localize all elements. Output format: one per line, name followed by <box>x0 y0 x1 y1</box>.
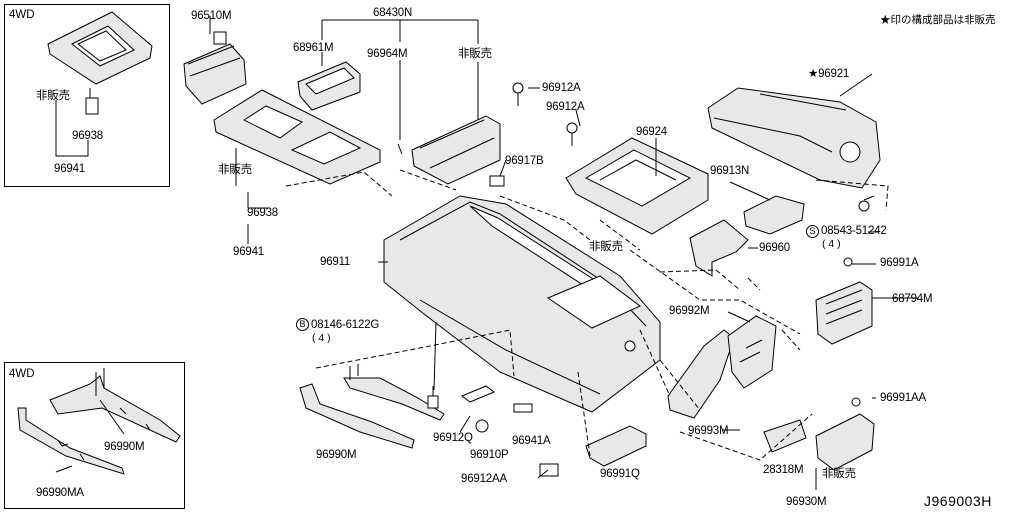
drawing-68430N <box>397 115 501 185</box>
inset-4wd-top <box>4 4 170 187</box>
label-96992M: 96992M <box>669 305 710 317</box>
qty-08146-6122G: ( 4 ) <box>312 332 331 344</box>
label-96960: 96960 <box>759 242 790 254</box>
label-96930M: 96930M <box>786 496 827 508</box>
label-96991A: 96991A <box>880 257 919 269</box>
inset-bottom-part-b: 96990MA <box>36 487 84 499</box>
label-not-sold-4: 非販売 <box>822 468 856 480</box>
label-96912AA: 96912AA <box>461 473 507 485</box>
label-96964M: 96964M <box>367 48 408 60</box>
label-96921: ★96921 <box>808 68 850 80</box>
drawing-96990M <box>299 364 445 449</box>
label-96912A-2: 96912A <box>546 101 585 113</box>
inset-bracket-drawing <box>17 368 181 475</box>
drawing-96960 <box>689 219 749 277</box>
label-96910P: 96910P <box>470 449 509 461</box>
drawing-68794M <box>815 257 873 345</box>
label-96991Q: 96991Q <box>600 468 640 480</box>
drawing-68961M <box>297 61 361 111</box>
label-96993M: 96993M <box>688 425 729 437</box>
label-not-sold-3: 非販売 <box>589 241 623 253</box>
inset-bottom-part-a: 96990M <box>104 441 145 453</box>
label-96990M: 96990M <box>316 449 357 461</box>
label-96912Q: 96912Q <box>433 432 473 444</box>
document-id: J969003H <box>924 493 992 509</box>
qty-08543-51242: ( 4 ) <box>822 238 841 250</box>
label-08146-6122G: 08146-6122G <box>311 319 380 331</box>
label-not-sold-2: 非販売 <box>218 164 252 176</box>
inset-shift-bezel-drawing <box>47 11 153 115</box>
label-96913N: 96913N <box>710 165 750 177</box>
drawing-96911 <box>383 195 661 413</box>
drawing-screws <box>489 82 578 187</box>
label-96941: 96941 <box>233 246 264 258</box>
inset-top-title: 4WD <box>9 9 35 21</box>
label-96924: 96924 <box>636 126 667 138</box>
leader-lines <box>55 16 918 490</box>
drawing-96913N <box>743 195 805 235</box>
label-96911: 96911 <box>320 256 351 268</box>
label-68961M: 68961M <box>293 42 334 54</box>
label-96912A-1: 96912A <box>542 82 581 94</box>
label-28318M: 28318M <box>763 464 804 476</box>
drawing-finisher-96941 <box>213 89 381 185</box>
label-68430N: 68430N <box>373 7 413 19</box>
label-96941A: 96941A <box>512 435 551 447</box>
drawing-96924 <box>565 137 709 235</box>
screw-symbol-s: S <box>806 225 819 238</box>
label-96917B: 96917B <box>505 155 544 167</box>
drawing-96510M <box>183 31 247 105</box>
label-08543-51242: 08543-51242 <box>821 225 887 237</box>
drawing-side-brackets <box>667 315 777 419</box>
inset-top-part-b: 96941 <box>54 163 85 175</box>
inset-top-not-sold: 非販売 <box>36 90 70 102</box>
label-96991AA: 96991AA <box>880 392 926 404</box>
drawing-fasteners <box>427 385 875 477</box>
bolt-symbol-b: B <box>296 318 309 331</box>
inset-top-part-a: 96938 <box>72 130 103 142</box>
label-68794M: 68794M <box>892 293 933 305</box>
label-96510M: 96510M <box>191 10 232 22</box>
label-96938: 96938 <box>247 207 278 219</box>
inset-4wd-bottom <box>4 362 185 509</box>
drawing-96921 <box>707 87 881 212</box>
inset-bottom-title: 4WD <box>9 368 35 380</box>
footnote-not-sold: ★印の構成部品は非販売 <box>880 14 996 26</box>
label-not-sold-1: 非販売 <box>458 48 492 60</box>
